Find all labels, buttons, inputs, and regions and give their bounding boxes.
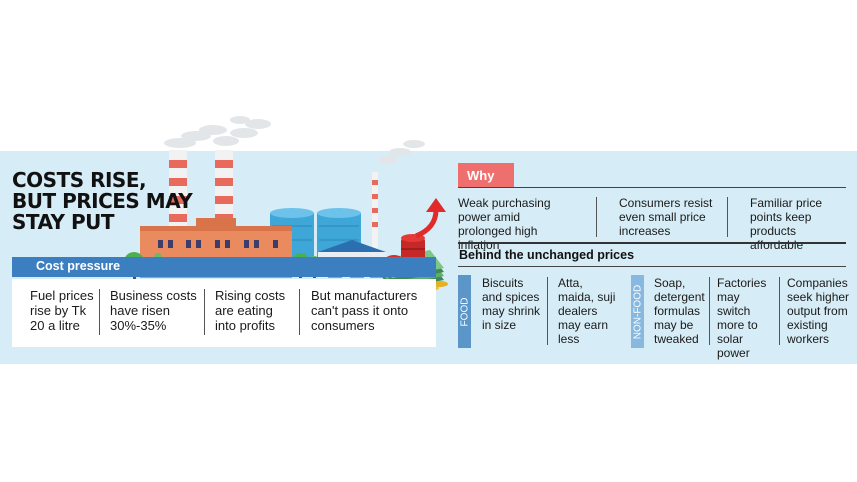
why-item-price-points: Familiar price points keep products affo… bbox=[750, 196, 823, 252]
why-item-consumers-resist: Consumers resist even small price increa… bbox=[619, 196, 713, 238]
cost-item-manufacturers: But manufacturers can't pass it onto con… bbox=[311, 288, 418, 333]
non-food-item-solar: Factories may switch more to solar power bbox=[717, 276, 767, 360]
headline: Costs rise, but prices may stay put bbox=[12, 170, 212, 233]
divider bbox=[547, 277, 548, 345]
smoke-icon bbox=[164, 116, 425, 164]
cost-pressure-bar bbox=[12, 257, 436, 277]
divider bbox=[299, 289, 300, 335]
behind-heading: Behind the unchanged prices bbox=[459, 248, 635, 262]
divider bbox=[596, 197, 597, 237]
food-tag-label: FOOD bbox=[459, 297, 470, 326]
non-food-item-soap: Soap, detergent formulas may be tweaked bbox=[654, 276, 705, 346]
headline-line: but prices may bbox=[12, 189, 193, 213]
behind-divider bbox=[458, 266, 846, 267]
why-item-purchasing-power: Weak purchasing power amid prolonged hig… bbox=[458, 196, 551, 252]
headline-line: stay put bbox=[12, 210, 115, 234]
why-tab bbox=[458, 163, 514, 187]
section-divider bbox=[458, 242, 846, 244]
non-food-item-workers: Companies seek higher output from existi… bbox=[787, 276, 850, 346]
food-item-dealers: Atta, maida, suji dealers may earn less bbox=[558, 276, 616, 346]
divider bbox=[779, 277, 780, 345]
cost-item-fuel: Fuel prices rise by Tk 20 a litre bbox=[30, 288, 94, 333]
rising-arrow-icon bbox=[414, 198, 446, 239]
headline-line: Costs rise, bbox=[12, 168, 147, 192]
divider bbox=[99, 289, 100, 335]
food-item-biscuits: Biscuits and spices may shrink in size bbox=[482, 276, 541, 332]
why-divider bbox=[458, 187, 846, 188]
non-food-tag: NON-FOOD bbox=[631, 275, 644, 348]
cost-item-business: Business costs have risen 30%-35% bbox=[110, 288, 197, 333]
food-tag: FOOD bbox=[458, 275, 471, 348]
cost-pressure-label: Cost pressure bbox=[36, 259, 121, 273]
divider bbox=[727, 197, 728, 237]
non-food-tag-label: NON-FOOD bbox=[632, 284, 643, 339]
cost-item-profits: Rising costs are eating into profits bbox=[215, 288, 286, 333]
why-label: Why bbox=[467, 168, 495, 183]
divider bbox=[709, 277, 710, 345]
cost-pressure-box bbox=[12, 279, 436, 347]
divider bbox=[204, 289, 205, 335]
